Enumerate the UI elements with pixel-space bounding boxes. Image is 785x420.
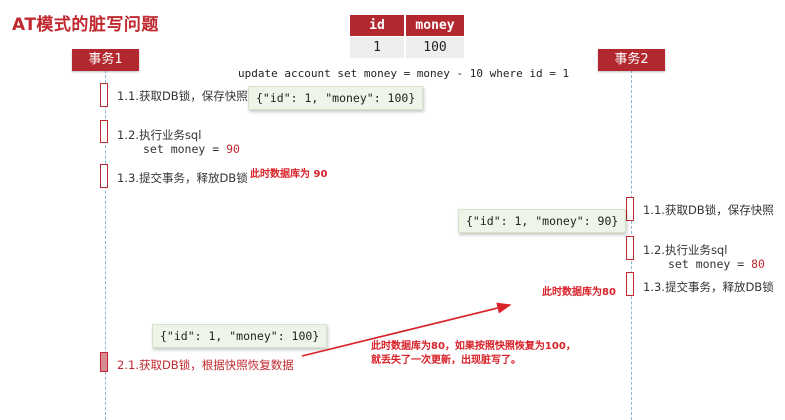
tx2-step-1: 1.1.获取DB锁，保存快照 [643,203,774,217]
tx1-snapshot-1: {"id": 1, "money": 100} [248,86,424,110]
table-header-row: id money [350,15,464,37]
column-header-money: money [404,15,464,37]
tx1-activation-1 [100,83,108,107]
cell-money: 100 [404,36,464,58]
sql-statement: update account set money = money - 10 wh… [238,67,570,80]
tx2-sql-value: 80 [751,257,765,271]
tx1-sql-code-text: set money = [143,142,227,156]
tx1-activation-2 [100,120,108,143]
tx2-activation-3 [626,272,634,296]
account-table: id money 1 100 [350,15,464,58]
tx1-step-1: 1.1.获取DB锁，保存快照 [117,89,248,103]
tx1-step-2: 1.2.执行业务sql [117,128,202,142]
cell-id: 1 [350,36,405,58]
tx2-activation-1 [626,197,634,221]
tx2-step-2: 1.2.执行业务sql [643,243,728,257]
column-header-id: id [350,15,405,37]
tx2-header: 事务2 [598,49,665,71]
page-title: AT模式的脏写问题 [12,15,159,35]
dirty-write-note: 此时数据库为80，如果按照快照恢复为100， 就丢失了一次更新，出现脏写了。 [371,340,576,368]
tx1-lifeline [105,70,106,420]
tx1-step-3: 1.3.提交事务，释放DB锁 [117,171,248,185]
tx2-db-note: 此时数据库为80 [542,287,616,298]
tx2-sql-code-text: set money = [668,257,752,271]
tx1-header: 事务1 [72,49,139,71]
tx2-step-3: 1.3.提交事务，释放DB锁 [643,280,774,294]
tx1-activation-4 [100,352,108,372]
dirty-write-note-line-1: 此时数据库为80，如果按照快照恢复为100， [371,341,576,352]
tx2-sql-code: set money = 80 [668,257,765,271]
tx1-snapshot-2: {"id": 1, "money": 100} [152,324,328,348]
tx1-activation-3 [100,164,108,188]
tx1-db-note: 此时数据库为 90 [250,169,328,180]
tx2-snapshot: {"id": 1, "money": 90} [458,209,627,233]
dirty-write-note-line-2: 就丢失了一次更新，出现脏写了。 [371,355,521,366]
table-row: 1 100 [350,36,464,58]
tx1-sql-code: set money = 90 [143,142,240,156]
tx1-sql-value: 90 [226,142,240,156]
tx2-activation-2 [626,236,634,260]
tx1-step-4: 2.1.获取DB锁，根据快照恢复数据 [117,358,294,372]
